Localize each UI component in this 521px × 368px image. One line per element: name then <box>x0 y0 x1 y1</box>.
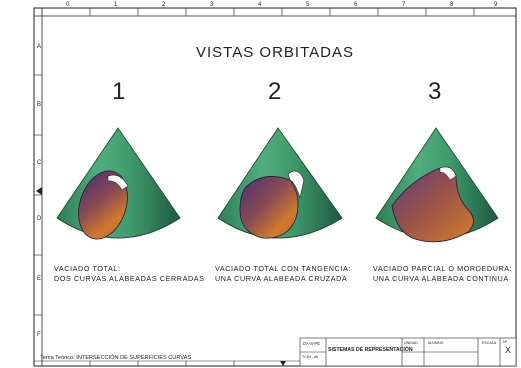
grid-row-label: D <box>37 216 42 222</box>
title-block-field-student: ALUMNO <box>428 341 444 345</box>
view-number-2: 2 <box>268 78 282 105</box>
grid-column-label: 5 <box>306 2 310 8</box>
grid-column-label: 3 <box>210 2 214 8</box>
title-block-code-sub: TCEx - ah <box>302 355 319 359</box>
grid-row-label: B <box>37 102 42 108</box>
grid-column-label: 1 <box>114 2 118 8</box>
view-caption-2: VACIADO TOTAL CON TANGENCIA: UNA CURVA A… <box>215 264 351 284</box>
view-number-3: 3 <box>428 78 442 105</box>
grid-column-label: 0 <box>66 2 70 8</box>
cone-3 <box>375 127 499 243</box>
footer-topic: Tema Teórico: INTERSECCIÓN DE SUPERFICIE… <box>40 355 192 361</box>
caption-line: DOS CURVAS ALABEADAS CERRADAS <box>54 274 205 283</box>
grid-column-label: 6 <box>354 2 358 8</box>
view-number-1: 1 <box>112 78 126 105</box>
top-ruler-ticks <box>89 8 475 366</box>
grid-column-label: 8 <box>450 2 454 8</box>
left-ruler-ticks <box>34 74 42 316</box>
cone-1 <box>56 127 181 240</box>
grid-row-label: C <box>37 160 42 166</box>
bottom-center-arrow <box>280 361 286 366</box>
grid-column-label: 9 <box>494 2 498 8</box>
grid-row-label: E <box>37 276 42 282</box>
caption-line: VACIADO TOTAL: <box>54 264 121 273</box>
drawing-title: VISTAS ORBITADAS <box>196 44 354 61</box>
title-block-field-number: Nº <box>503 340 507 344</box>
caption-line: VACIADO TOTAL CON TANGENCIA: <box>215 264 351 273</box>
caption-line: UNA CURVA ALABEADA CONTINUA <box>373 274 509 283</box>
title-block-frame <box>299 337 517 367</box>
grid-row-label: F <box>37 332 41 338</box>
title-block-field-scale: ESCALA <box>482 341 497 345</box>
view-caption-1: VACIADO TOTAL: DOS CURVAS ALABEADAS CERR… <box>54 264 205 284</box>
title-block-subject: SISTEMAS DE REPRESENTACIÓN <box>328 347 413 353</box>
title-block-sheet-mark: X <box>505 345 512 355</box>
title-block-field-unit: UNIDAD <box>404 341 418 345</box>
view-caption-3: VACIADO PARCIAL O MORDEDURA: UNA CURVA A… <box>373 264 512 284</box>
grid-column-label: 2 <box>162 2 166 8</box>
caption-line: UNA CURVA ALABEADA CRUZADA <box>215 274 348 283</box>
sheet-frame <box>33 7 517 367</box>
grid-row-label: A <box>37 44 42 50</box>
grid-column-label: 7 <box>402 2 406 8</box>
title-block-code: DA-S-PE <box>303 341 320 346</box>
cone-2 <box>217 127 343 239</box>
grid-column-label: 4 <box>258 2 262 8</box>
caption-line: VACIADO PARCIAL O MORDEDURA: <box>373 264 513 273</box>
left-center-arrow <box>36 187 42 195</box>
